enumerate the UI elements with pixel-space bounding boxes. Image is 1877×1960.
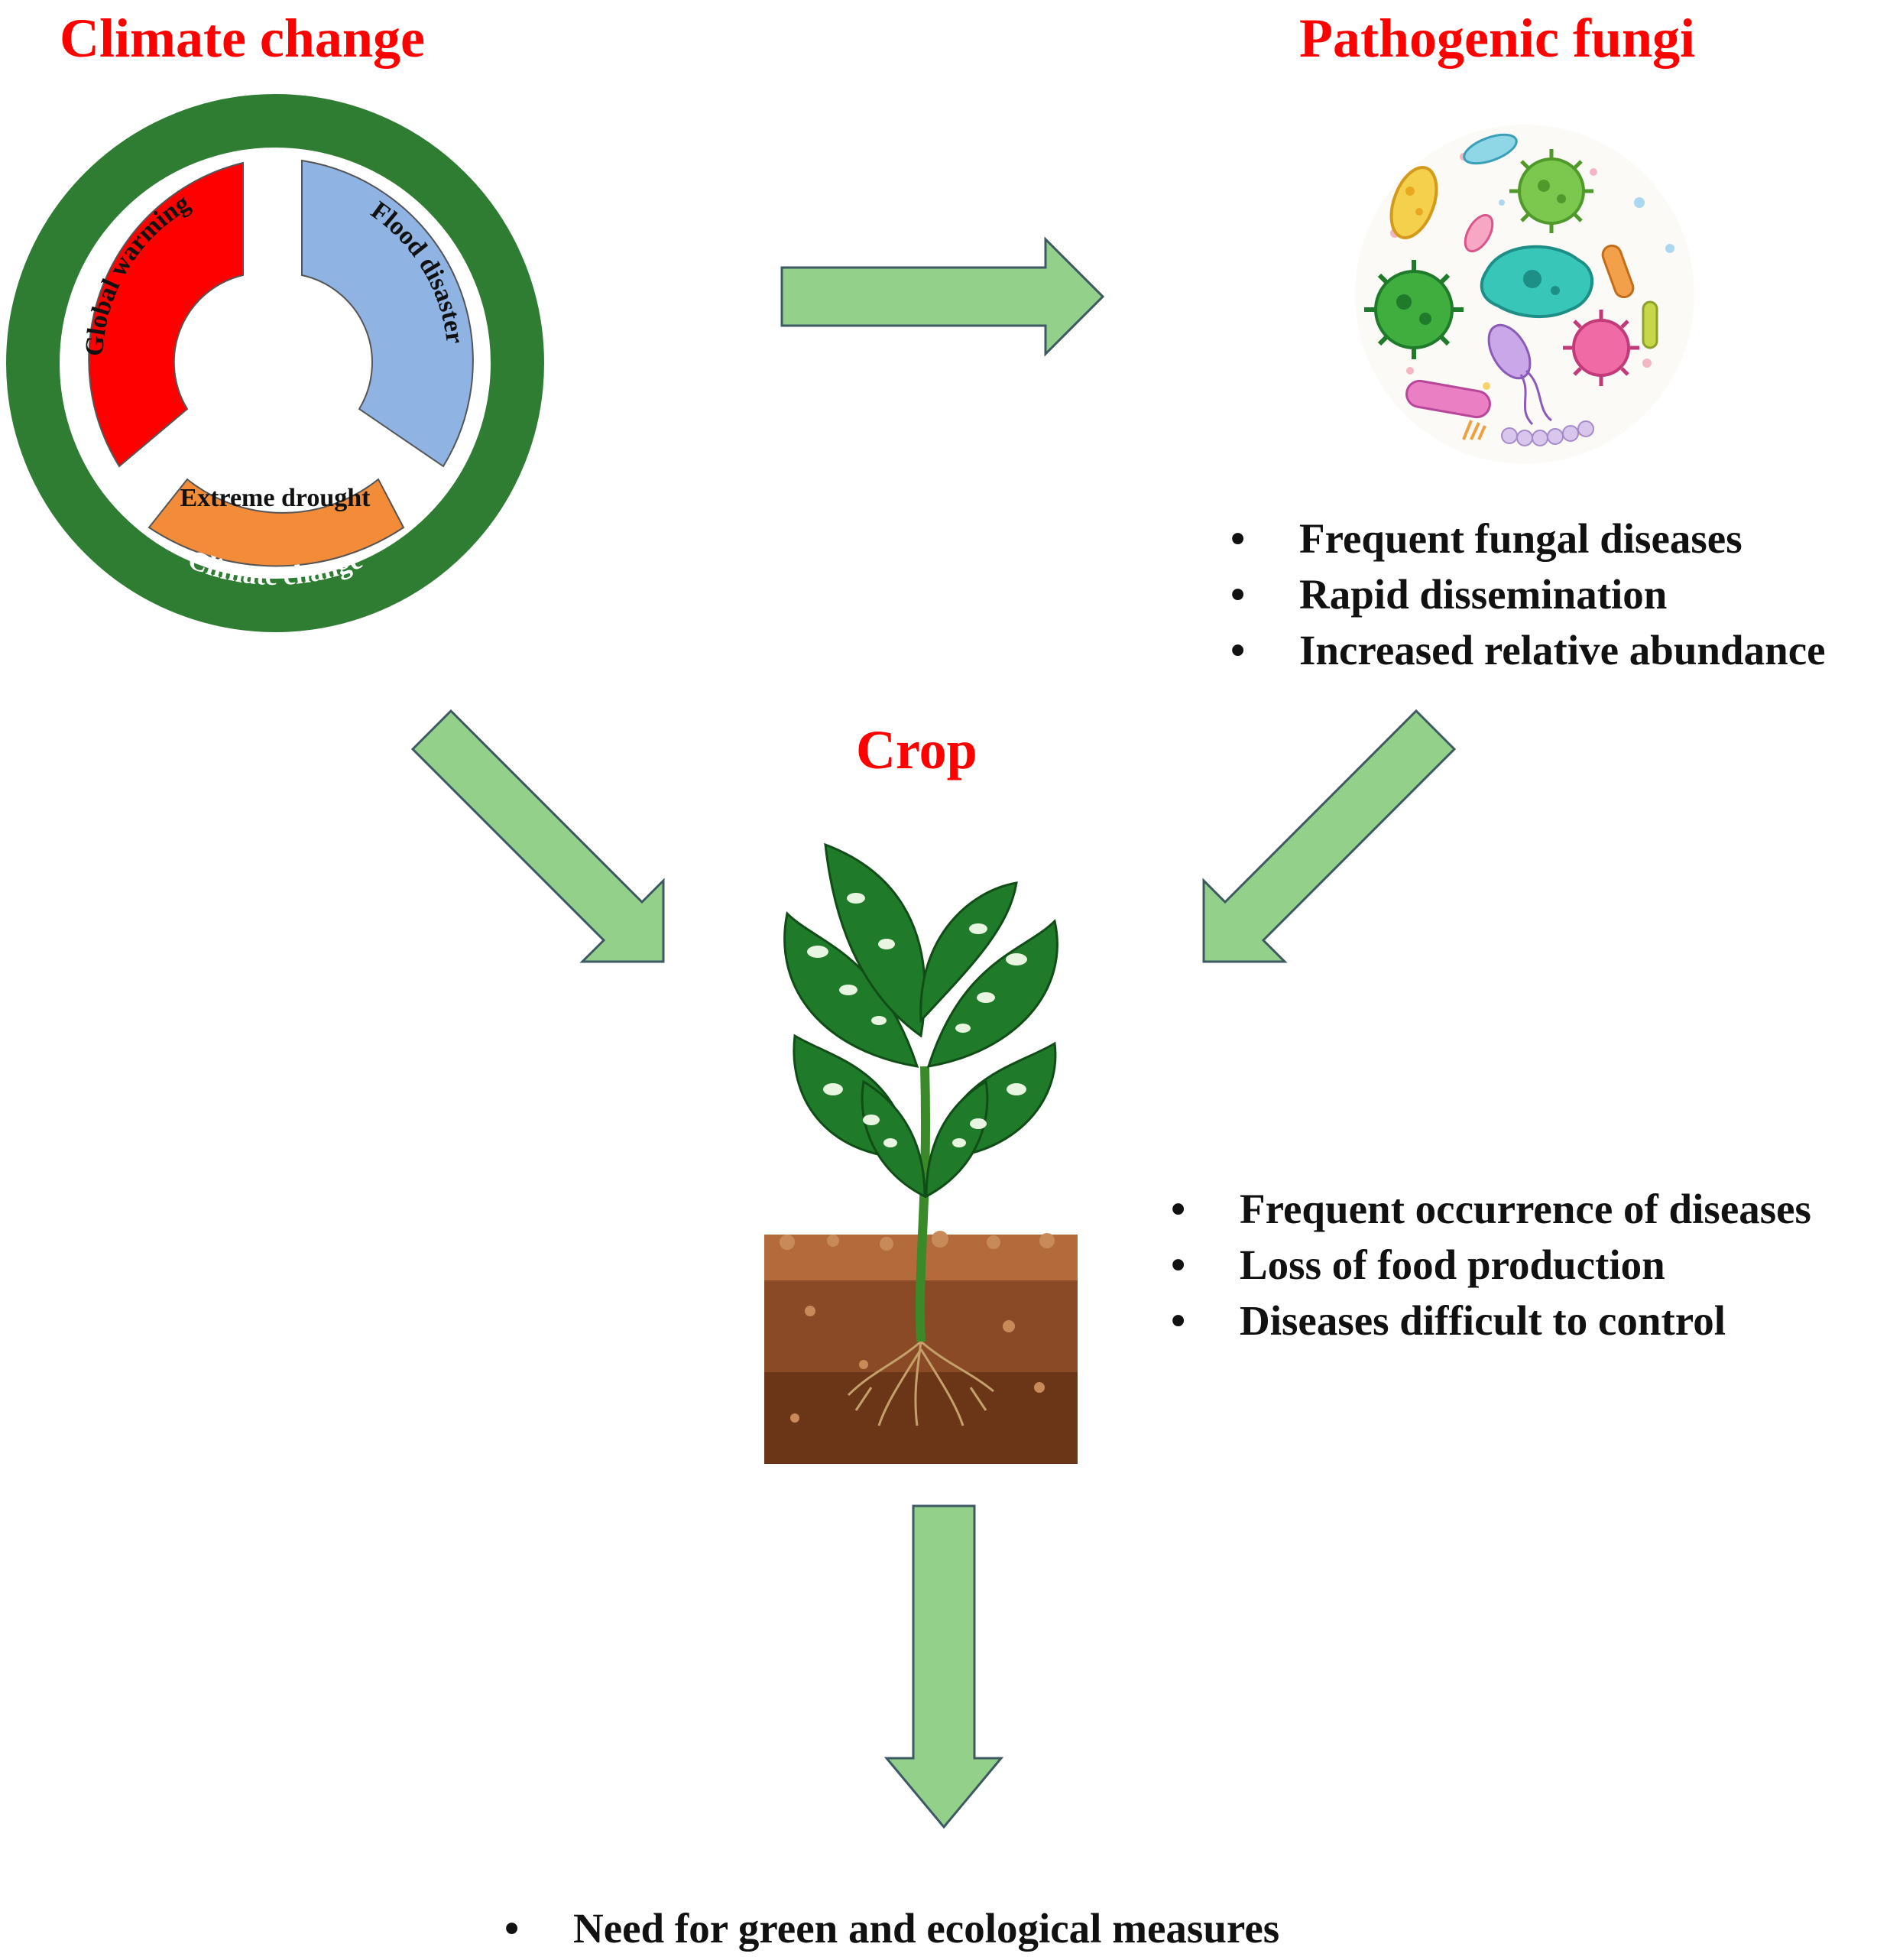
list-item: Need for green and ecological measures bbox=[504, 1900, 1279, 1956]
arrow-fungi-to-crop bbox=[1202, 709, 1457, 963]
climate-change-title: Climate change bbox=[60, 8, 425, 69]
plant-stem bbox=[915, 1066, 931, 1342]
list-item: Rapid dissemination bbox=[1230, 566, 1826, 622]
list-item: Loss of food production bbox=[1171, 1237, 1811, 1293]
crop-effects-list: Frequent occurrence of diseases Loss of … bbox=[1171, 1181, 1811, 1348]
list-item: Frequent fungal diseases bbox=[1230, 511, 1826, 566]
pink-virus bbox=[1563, 310, 1639, 386]
arrow-crop-to-outcome bbox=[883, 1504, 1004, 1829]
fungi-effects-list: Frequent fungal diseases Rapid dissemina… bbox=[1230, 511, 1826, 678]
label-extreme-drought: Extreme drought bbox=[180, 484, 371, 512]
climate-ring bbox=[6, 94, 544, 632]
segment-global-warming bbox=[88, 161, 244, 468]
yellow-microbe bbox=[1389, 166, 1438, 239]
green-virus-top bbox=[1509, 149, 1593, 233]
pathogenic-fungi-illustration bbox=[1355, 125, 1694, 464]
dark-green-virus bbox=[1364, 260, 1464, 359]
list-item: Increased relative abundance bbox=[1230, 622, 1826, 678]
arrow-climate-to-crop bbox=[410, 709, 665, 963]
list-item: Diseases difficult to control bbox=[1171, 1293, 1811, 1348]
pathogenic-fungi-title: Pathogenic fungi bbox=[1299, 8, 1696, 69]
outcome-list: Need for green and ecological measures bbox=[504, 1900, 1279, 1956]
arrow-climate-to-fungi bbox=[780, 236, 1105, 357]
purple-flagellate bbox=[1487, 323, 1532, 380]
segment-extreme-drought bbox=[148, 478, 405, 567]
pink-bacterium bbox=[1405, 379, 1491, 419]
list-item: Frequent occurrence of diseases bbox=[1171, 1181, 1811, 1237]
climate-change-diagram: Global warming Flood disaster Extreme dr… bbox=[6, 94, 544, 632]
segment-flood-disaster bbox=[301, 159, 474, 468]
crop-title: Crop bbox=[856, 719, 977, 780]
crop-plant-illustration bbox=[764, 842, 1078, 1464]
